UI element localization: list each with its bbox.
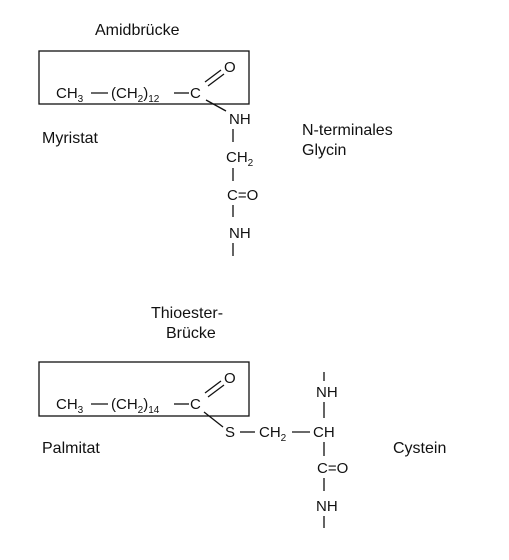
- n-terminal-label-line1: N-terminales: [302, 122, 393, 139]
- myristoyl-ch3: CH3: [56, 85, 84, 105]
- palmitoyl-carbonyl-c: C: [190, 396, 201, 413]
- double-bond-b: [207, 73, 225, 87]
- glycine-carbonyl: C=O: [227, 187, 258, 204]
- myristoyl-ch2-group: (CH2)12: [111, 85, 160, 105]
- cysteine-label: Cystein: [393, 440, 446, 457]
- bond-c-n: [205, 99, 227, 112]
- cysteine-residue: S CH2 CH NH C=O NH: [225, 372, 348, 528]
- glycine-nh-bottom: NH: [229, 225, 251, 242]
- myristoyl-chain: CH3 (CH2)12 C O: [56, 59, 236, 112]
- palmitate-label: Palmitat: [42, 440, 100, 457]
- glycine-ch2: CH2: [226, 149, 254, 169]
- thioester-label-line2: Brücke: [166, 325, 216, 342]
- thioester-label-line1: Thioester-: [151, 305, 223, 322]
- glycine-residue: NH CH2 C=O NH: [226, 111, 258, 256]
- cysteine-nh-bottom: NH: [316, 498, 338, 515]
- palmitoyl-oxygen: O: [224, 370, 236, 387]
- myristoyl-oxygen: O: [224, 59, 236, 76]
- myristate-box: [38, 50, 250, 105]
- palmitate-box: [38, 361, 250, 417]
- glycine-nh-top: NH: [229, 111, 251, 128]
- cysteine-ch2: CH2: [259, 424, 287, 444]
- double-bond-a: [204, 380, 222, 394]
- bond-c-s: [203, 411, 224, 428]
- double-bond-b: [207, 384, 225, 398]
- cysteine-nh-top: NH: [316, 384, 338, 401]
- n-terminal-label-line2: Glycin: [302, 142, 346, 159]
- palmitoyl-ch2-group: (CH2)14: [111, 396, 160, 416]
- amide-bridge-label: Amidbrücke: [95, 22, 180, 39]
- cysteine-carbonyl: C=O: [317, 460, 348, 477]
- double-bond-a: [204, 69, 222, 83]
- palmitoyl-ch3: CH3: [56, 396, 84, 416]
- myristate-label: Myristat: [42, 130, 99, 147]
- cysteine-ch: CH: [313, 424, 335, 441]
- cysteine-sulfur: S: [225, 424, 235, 441]
- palmitoyl-chain: CH3 (CH2)14 C O: [56, 370, 236, 428]
- myristoyl-carbonyl-c: C: [190, 85, 201, 102]
